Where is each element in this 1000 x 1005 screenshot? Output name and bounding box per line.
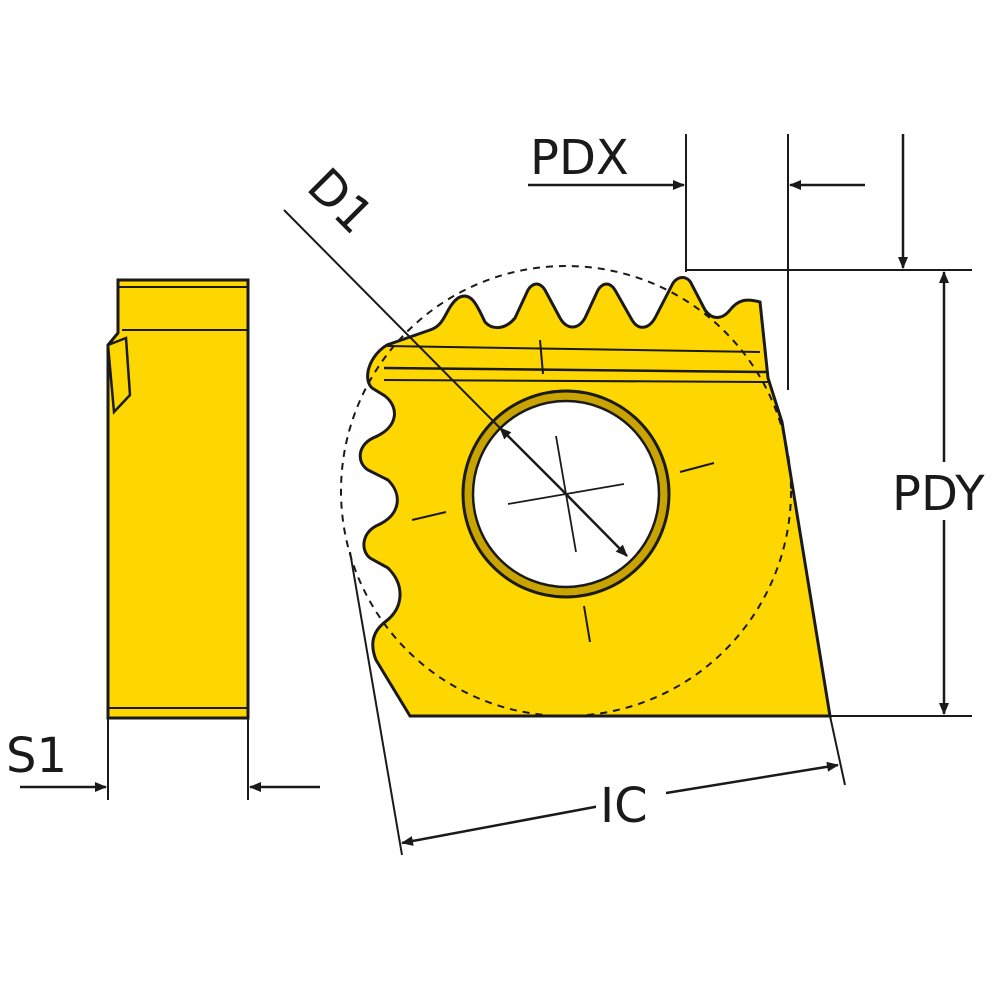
pdy-label: PDY [892, 466, 985, 522]
chipbreaker-line-upper [383, 366, 769, 374]
pdx-dimension: PDX [528, 130, 865, 390]
ic-dimension: IC [349, 551, 846, 856]
front-view [340, 265, 832, 718]
center-tick-top [539, 339, 544, 375]
s1-label: S1 [6, 728, 67, 784]
center-tick-left [411, 511, 447, 521]
side-view-body [106, 278, 250, 720]
cutting-edge-top-line [386, 345, 761, 353]
ic-arrow-left [401, 804, 601, 846]
chipbreaker-line-lower [383, 379, 769, 383]
center-tick-right [679, 462, 715, 473]
ic-extension-right [829, 715, 846, 786]
pdx-label: PDX [530, 130, 629, 186]
center-tick-bottom [583, 605, 591, 643]
side-view [106, 278, 250, 720]
d1-arrow-end [559, 487, 628, 557]
inscribed-circle [340, 265, 792, 717]
ic-extension-left [349, 551, 403, 856]
d1-arrow-start [499, 427, 561, 489]
ic-arrow-right [659, 761, 839, 796]
ic-label: IC [600, 778, 648, 834]
s1-dimension: S1 [6, 718, 320, 800]
side-view-relief-notch [106, 336, 132, 415]
d1-label: D1 [296, 158, 383, 245]
pdy-dimension: PDY [686, 134, 998, 717]
